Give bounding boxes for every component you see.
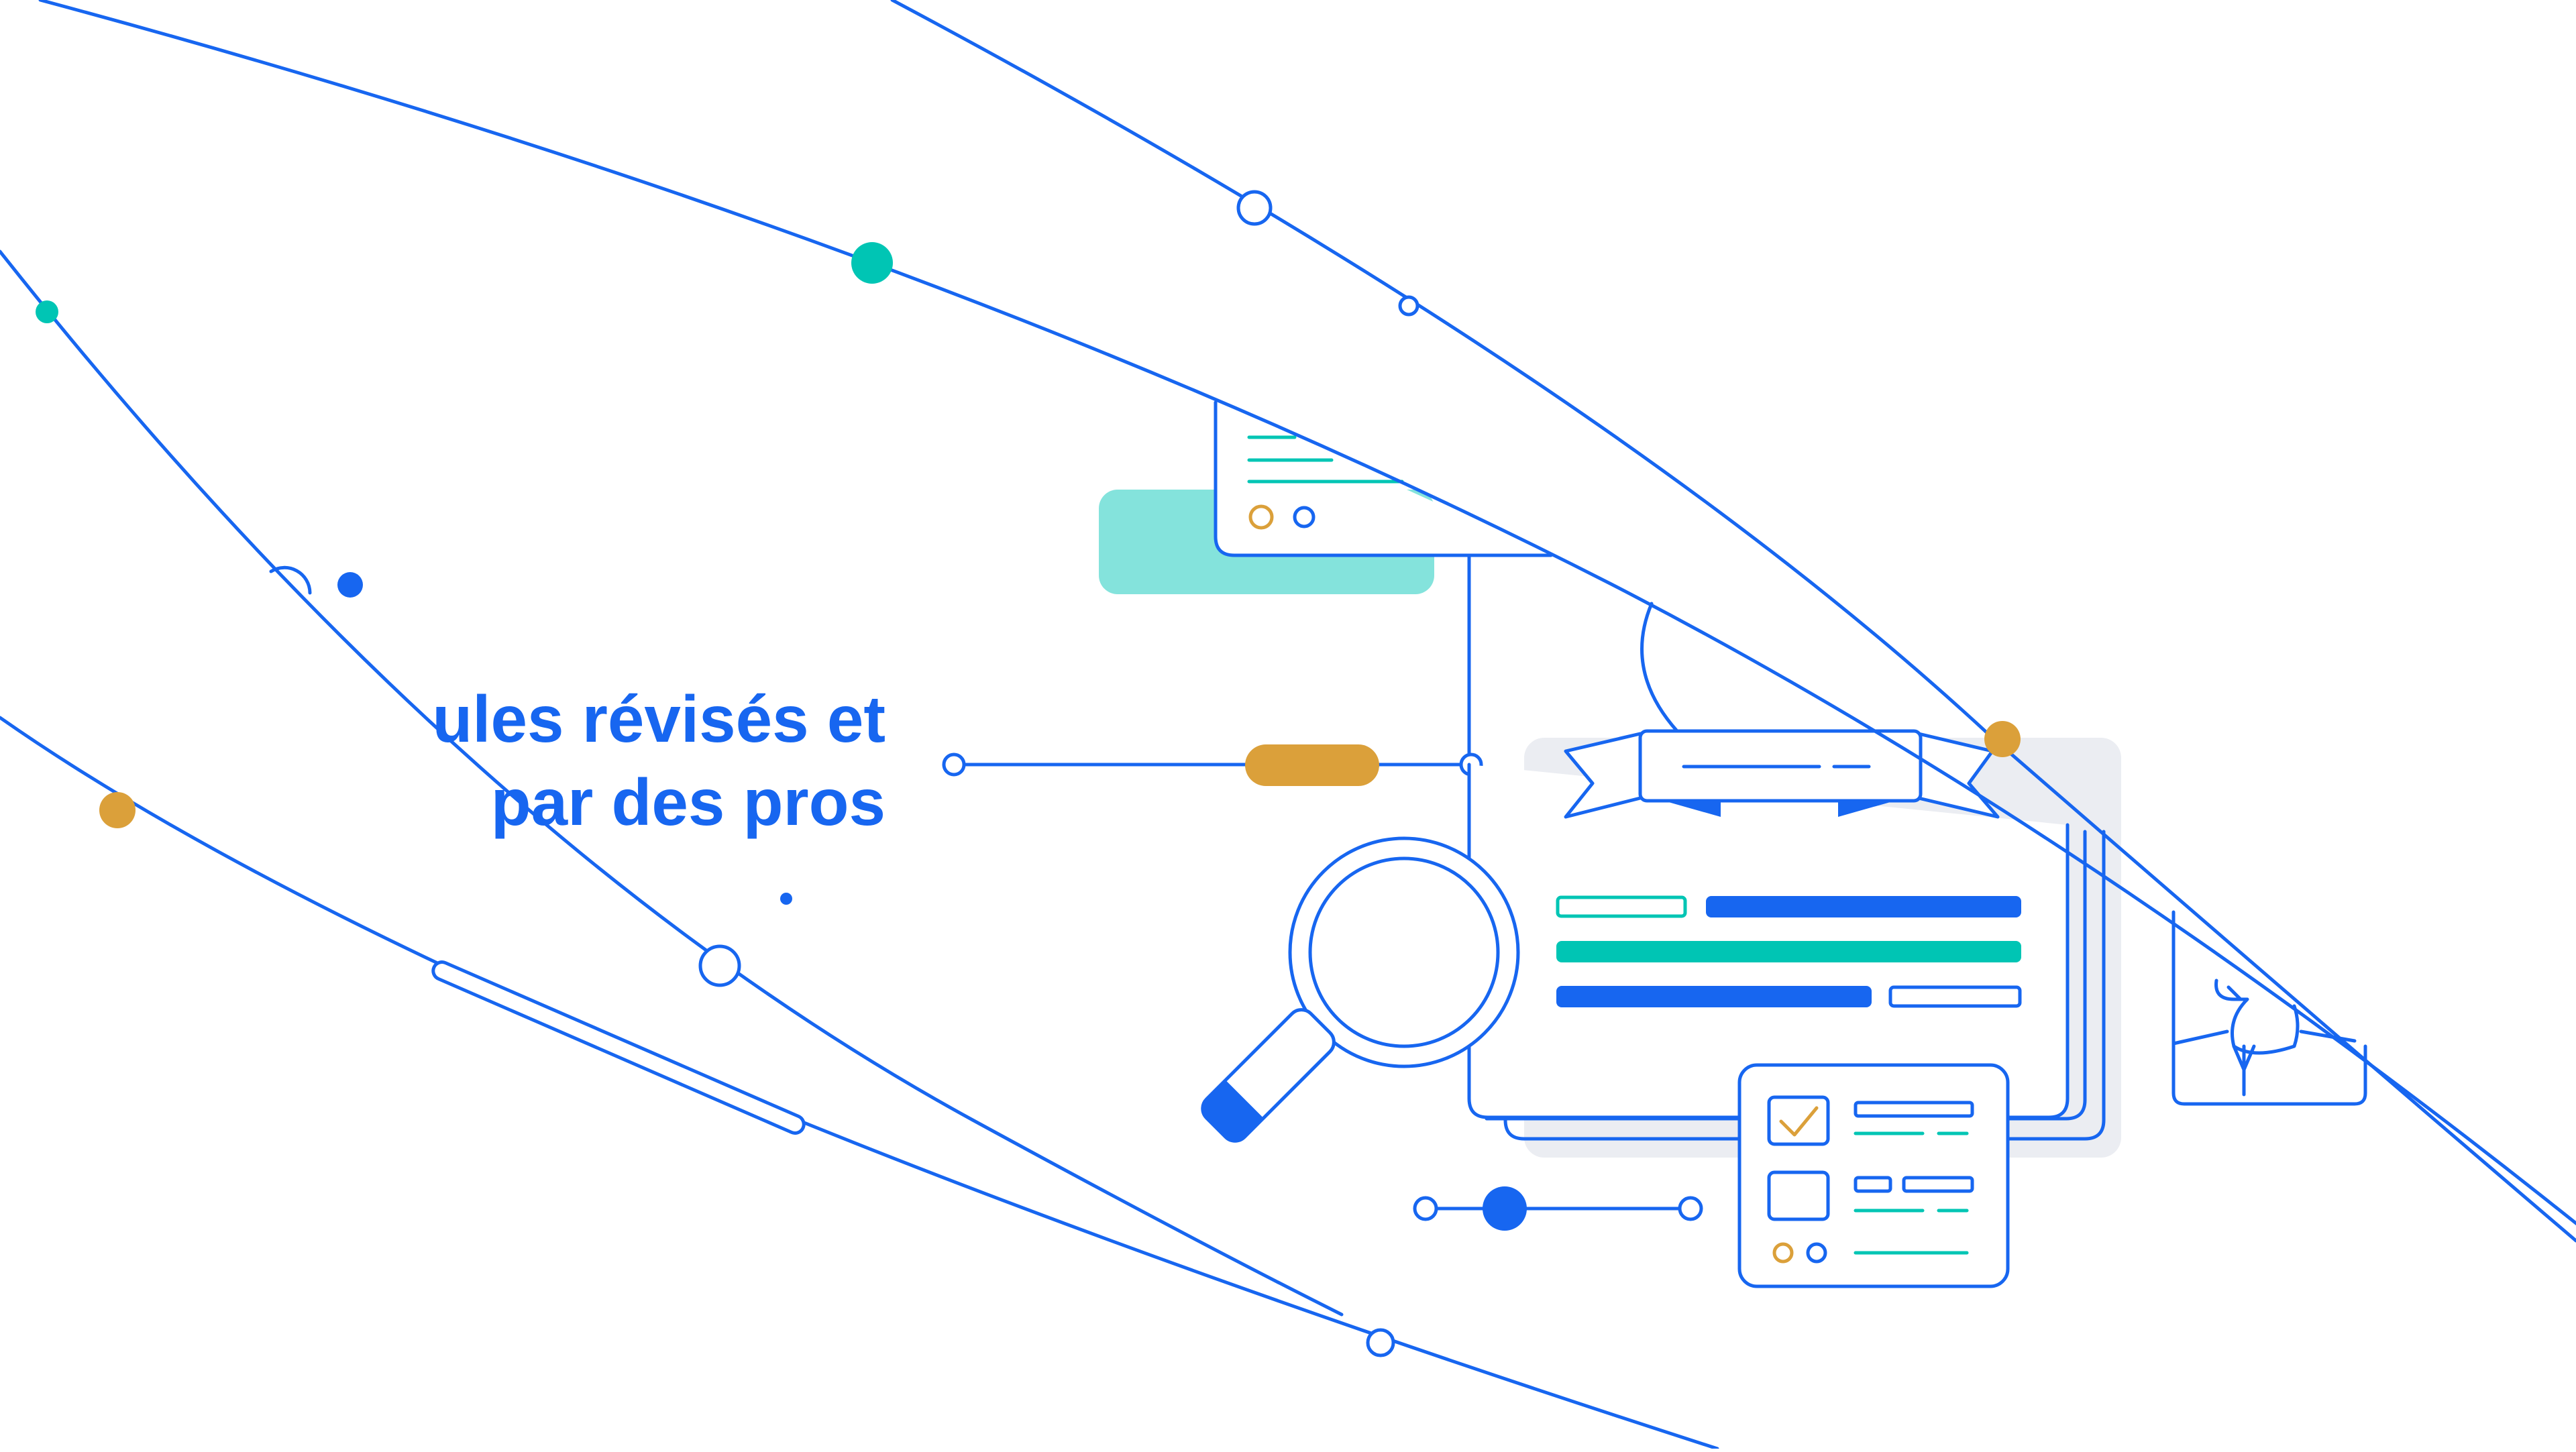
check-icon (1779, 1106, 1819, 1137)
node-ring-4 (1366, 1328, 1395, 1357)
horizontal-connector (942, 744, 1483, 786)
node-ring-3 (698, 944, 741, 987)
headline-line-1: ules révisés et (432, 682, 885, 756)
side-card (2171, 910, 2367, 1106)
slider-control (1413, 1186, 1703, 1231)
certificate-back-layer-2 (1503, 830, 2106, 1141)
magnifier-icon (1201, 836, 1520, 1143)
headline-line-2: par des pros (490, 765, 885, 839)
small-document-card (1214, 400, 1553, 557)
node-ring-2 (1398, 295, 1419, 317)
certificate-back-layer-1 (1485, 830, 2087, 1121)
ribbon-banner-icon (1564, 729, 2000, 819)
gold-dot-left (99, 792, 136, 828)
gold-dot-right (1984, 721, 2021, 757)
teal-dot-large (851, 242, 893, 284)
headline: ules révisés et par des pros (268, 677, 885, 844)
teal-dot-small (36, 300, 58, 323)
pill-outline (431, 960, 806, 1135)
blue-dot (337, 572, 363, 598)
tiny-dot (780, 893, 792, 905)
certificate-icon (1467, 602, 2070, 1119)
node-ring-1 (1236, 190, 1273, 226)
checklist-icon (1737, 1063, 2010, 1288)
